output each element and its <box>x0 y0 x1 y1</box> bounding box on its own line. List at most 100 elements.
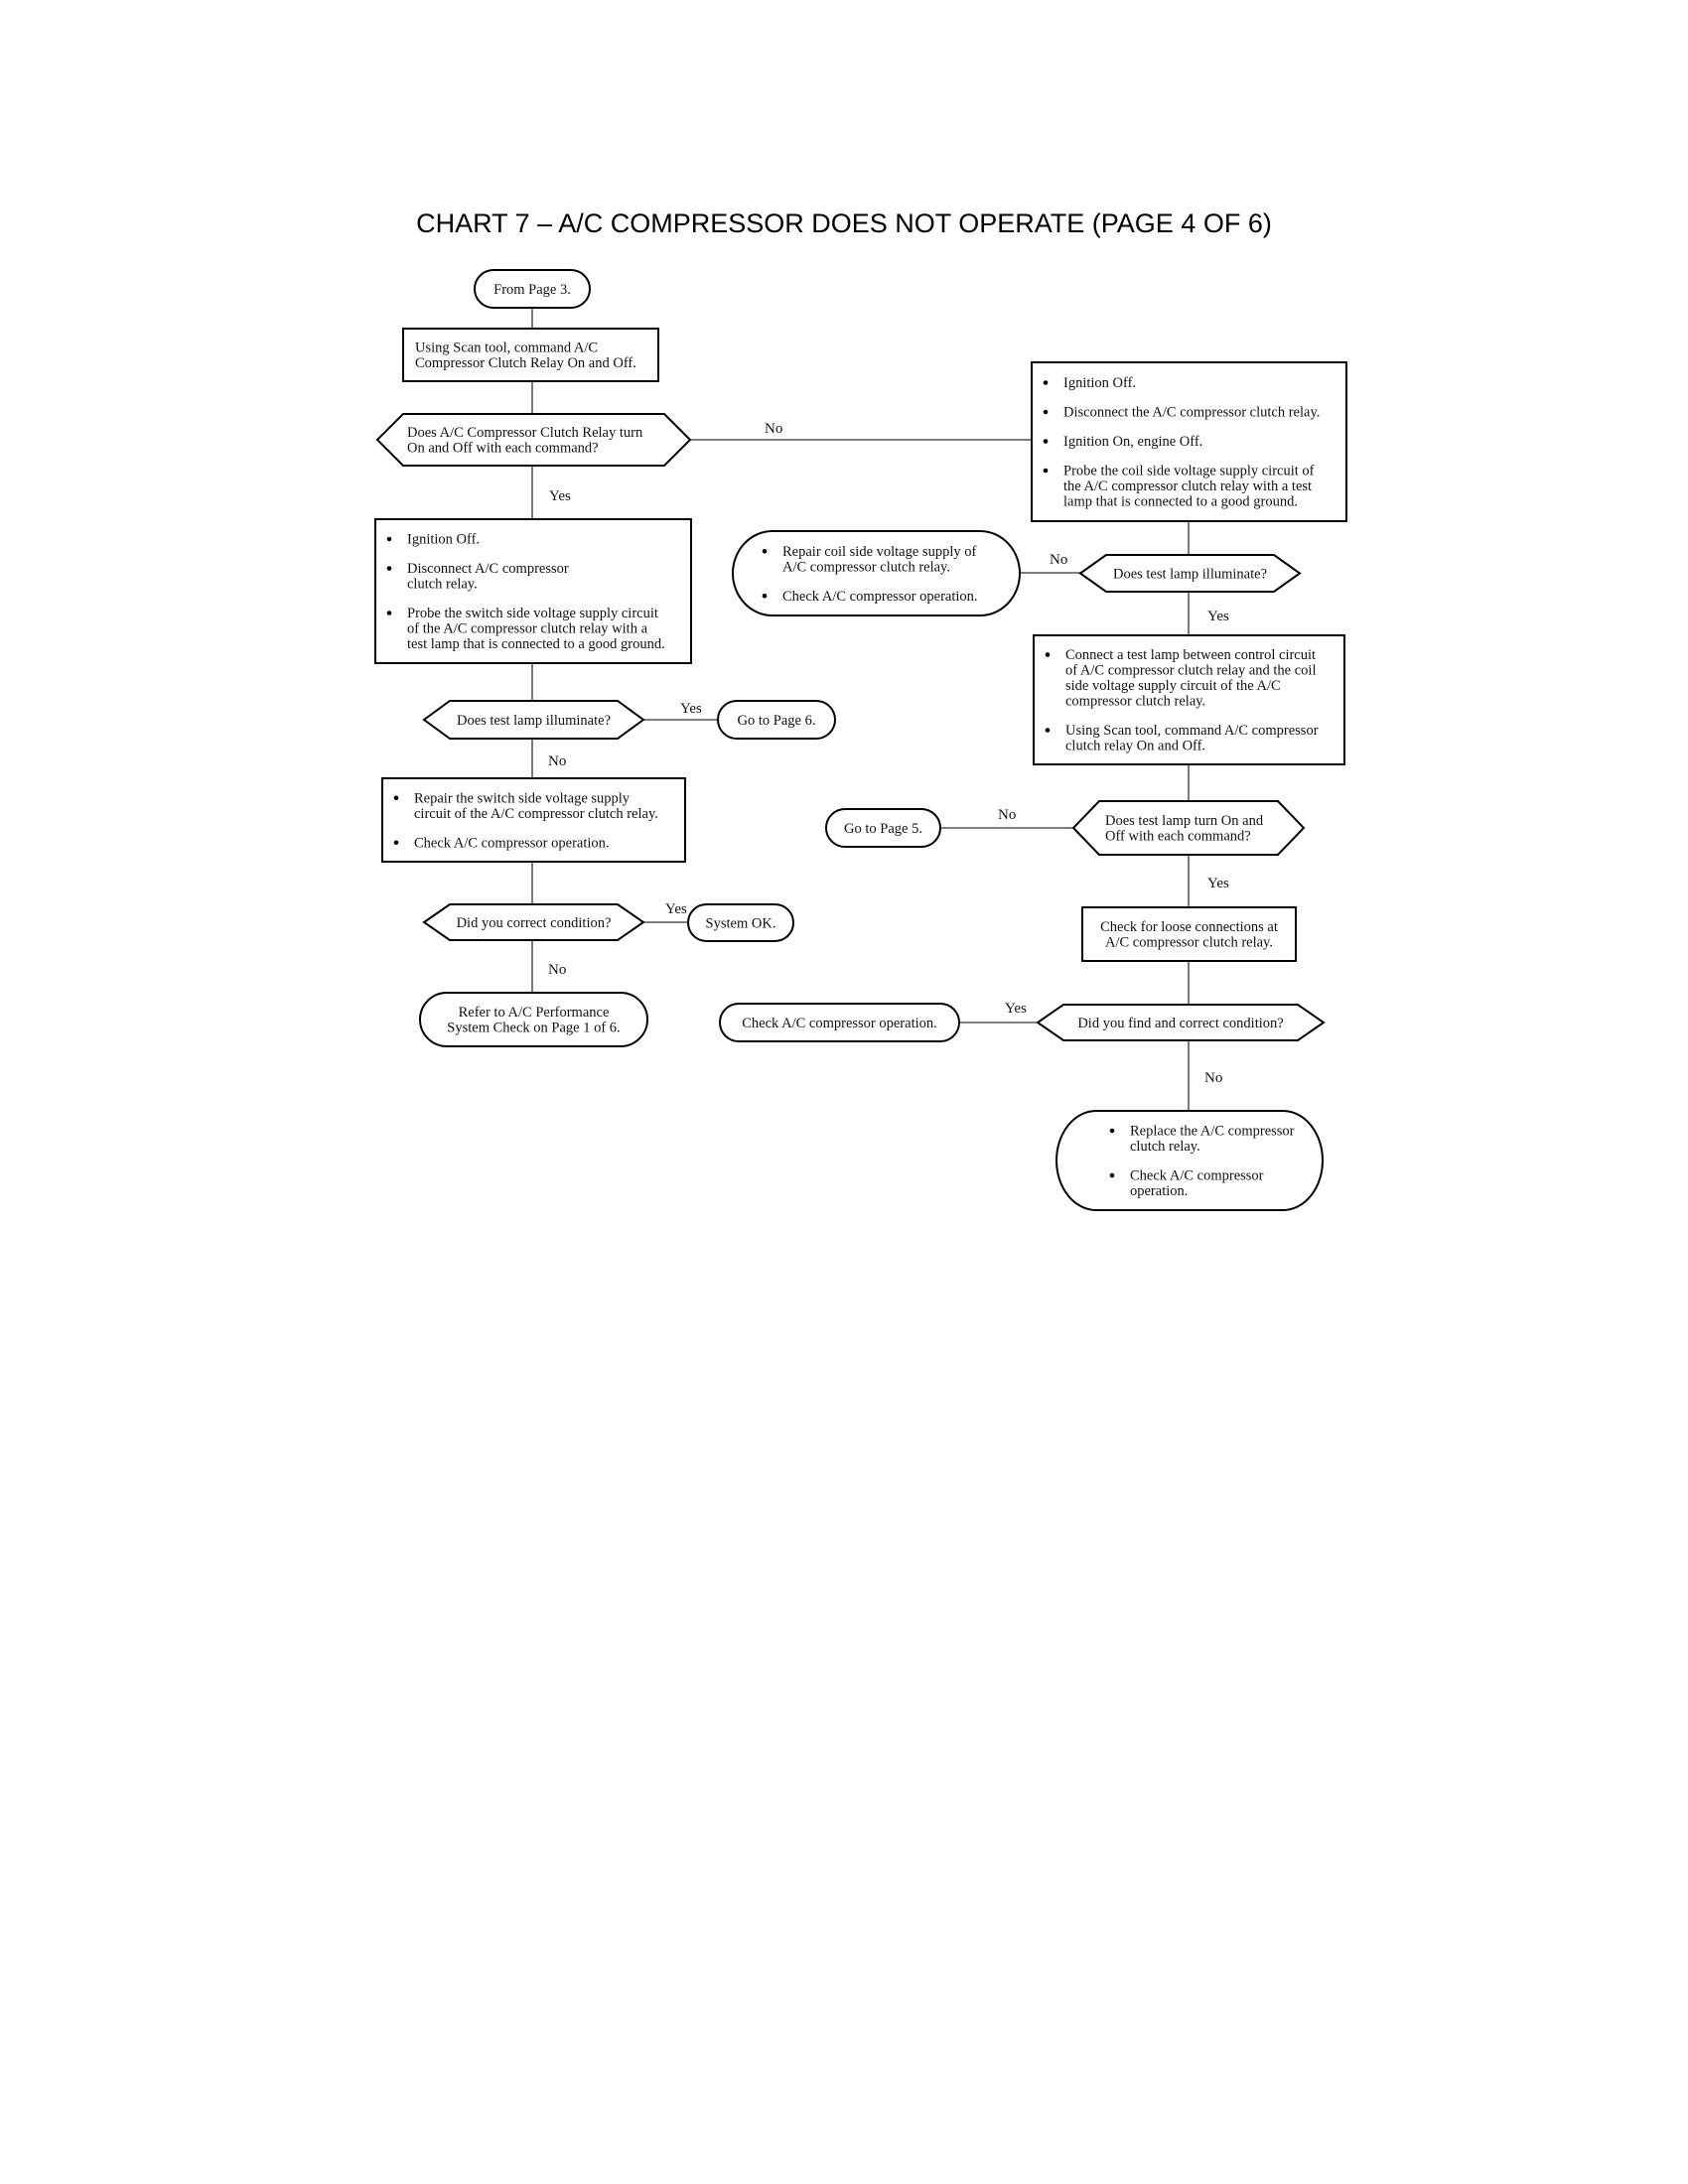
terminal-shape <box>717 700 836 740</box>
edge-label-no: No <box>998 807 1016 823</box>
node-text-line: On and Off with each command? <box>407 441 599 457</box>
node-text-line: the A/C compressor clutch relay with a t… <box>1063 478 1312 494</box>
edge-label-yes: Yes <box>549 488 571 504</box>
node-text-line: Compressor Clutch Relay On and Off. <box>415 355 636 371</box>
node-text-line: Go to Page 5. <box>844 821 922 837</box>
node-text-line: Does test lamp illuminate? <box>1113 566 1267 582</box>
edge-label-yes: Yes <box>1207 876 1229 891</box>
node-text-line: clutch relay. <box>1130 1139 1200 1155</box>
node-repair-switch-side: Repair the switch side voltage supplycir… <box>381 777 686 863</box>
node-lamp-illuminate-left: Does test lamp illuminate? <box>422 700 645 740</box>
node-text-line: test lamp that is connected to a good gr… <box>407 636 665 652</box>
node-text-line: clutch relay On and Off. <box>1065 739 1205 754</box>
node-text-line: A/C compressor clutch relay. <box>1105 935 1273 951</box>
node-go-page-6: Go to Page 6. <box>717 700 836 740</box>
bullet-dot <box>1043 380 1049 385</box>
bullet-dot <box>393 795 399 801</box>
bullet-dot <box>386 536 392 542</box>
node-relay-turn-decision: Does A/C Compressor Clutch Relay turnOn … <box>375 413 692 467</box>
process-shape <box>1033 634 1345 765</box>
node-text-line: Disconnect the A/C compressor clutch rel… <box>1063 405 1320 421</box>
decision-shape <box>422 903 645 941</box>
node-text-line: System Check on Page 1 of 6. <box>447 1021 620 1036</box>
node-text-line: compressor clutch relay. <box>1065 694 1205 710</box>
terminal-shape <box>732 530 1021 616</box>
node-text-line: Check for loose connections at <box>1100 919 1278 935</box>
node-go-page-5: Go to Page 5. <box>825 808 941 848</box>
edge-label-no: No <box>1050 552 1067 568</box>
terminal-shape <box>719 1003 960 1042</box>
process-shape <box>402 328 659 382</box>
node-check-compressor-operation: Check A/C compressor operation. <box>719 1003 960 1042</box>
bullet-dot <box>1109 1172 1115 1178</box>
terminal-shape <box>1055 1110 1324 1211</box>
node-text-line: System OK. <box>706 915 776 931</box>
process-shape <box>1081 906 1297 962</box>
process-shape <box>381 777 686 863</box>
node-text-line: Does test lamp turn On and <box>1105 813 1264 829</box>
node-text-line: Disconnect A/C compressor <box>407 561 569 577</box>
node-text-line: From Page 3. <box>493 282 571 298</box>
node-text-line: Off with each command? <box>1105 829 1251 845</box>
node-text-line: of A/C compressor clutch relay and the c… <box>1065 663 1316 679</box>
bullet-dot <box>1045 728 1051 733</box>
node-text-line: Go to Page 6. <box>738 713 816 729</box>
node-find-correct-decision: Did you find and correct condition? <box>1036 1004 1326 1041</box>
bullet-dot <box>1043 439 1049 444</box>
node-text-line: Ignition Off. <box>407 532 480 548</box>
node-correct-condition-left: Did you correct condition? <box>422 903 645 941</box>
node-text-line: of the A/C compressor clutch relay with … <box>407 621 648 637</box>
bullet-dot <box>1045 652 1051 657</box>
node-text-line: Ignition On, engine Off. <box>1063 434 1202 450</box>
node-text-line: clutch relay. <box>407 577 478 593</box>
edge-label-no: No <box>548 753 566 769</box>
decision-shape <box>1036 1004 1326 1041</box>
bullet-dot <box>386 566 392 571</box>
terminal-shape <box>474 269 591 309</box>
node-text-line: Did you find and correct condition? <box>1077 1016 1283 1031</box>
node-text-line: circuit of the A/C compressor clutch rel… <box>414 806 658 822</box>
node-system-ok: System OK. <box>687 903 794 942</box>
bullet-dot <box>393 840 399 846</box>
edge-label-yes: Yes <box>680 701 702 717</box>
bullet-dot <box>1043 468 1049 474</box>
node-text-line: Check A/C compressor operation. <box>414 835 610 851</box>
node-text-line: A/C compressor clutch relay. <box>782 559 950 575</box>
terminal-shape <box>687 903 794 942</box>
node-text-line: Did you correct condition? <box>457 915 612 931</box>
node-text-line: Refer to A/C Performance <box>459 1005 610 1021</box>
edge-label-yes: Yes <box>665 901 687 917</box>
node-text-line: Using Scan tool, command A/C <box>415 341 598 356</box>
node-text-line: Probe the coil side voltage supply circu… <box>1063 464 1315 479</box>
node-text-line: lamp that is connected to a good ground. <box>1063 494 1298 510</box>
edge-label-yes: Yes <box>1207 609 1229 624</box>
node-lamp-illuminate-right: Does test lamp illuminate? <box>1078 554 1302 593</box>
process-shape <box>374 518 692 664</box>
node-text-line: Does A/C Compressor Clutch Relay turn <box>407 425 643 441</box>
node-text-line: operation. <box>1130 1183 1188 1199</box>
page-title: CHART 7 – A/C COMPRESSOR DOES NOT OPERAT… <box>416 208 1272 238</box>
node-text-line: Does test lamp illuminate? <box>457 713 611 729</box>
node-text-line: Check A/C compressor operation. <box>742 1016 937 1031</box>
node-from-page-3: From Page 3. <box>474 269 591 309</box>
decision-shape <box>1078 554 1302 593</box>
node-text-line: Check A/C compressor operation. <box>782 589 978 605</box>
decision-shape <box>422 700 645 740</box>
bullet-dot <box>1109 1128 1115 1134</box>
edge-label-no: No <box>1204 1070 1222 1086</box>
decision-shape <box>375 413 692 467</box>
node-text-line: Probe the switch side voltage supply cir… <box>407 606 658 621</box>
node-text-line: Repair the switch side voltage supply <box>414 790 631 806</box>
node-repair-coil-side: Repair coil side voltage supply ofA/C co… <box>732 530 1021 616</box>
node-check-loose-connections: Check for loose connections atA/C compre… <box>1081 906 1297 962</box>
node-text-line: Ignition Off. <box>1063 375 1136 391</box>
node-connect-test-lamp: Connect a test lamp between control circ… <box>1033 634 1345 765</box>
terminal-shape <box>825 808 941 848</box>
bullet-dot <box>762 548 768 554</box>
process-shape <box>1031 361 1347 522</box>
